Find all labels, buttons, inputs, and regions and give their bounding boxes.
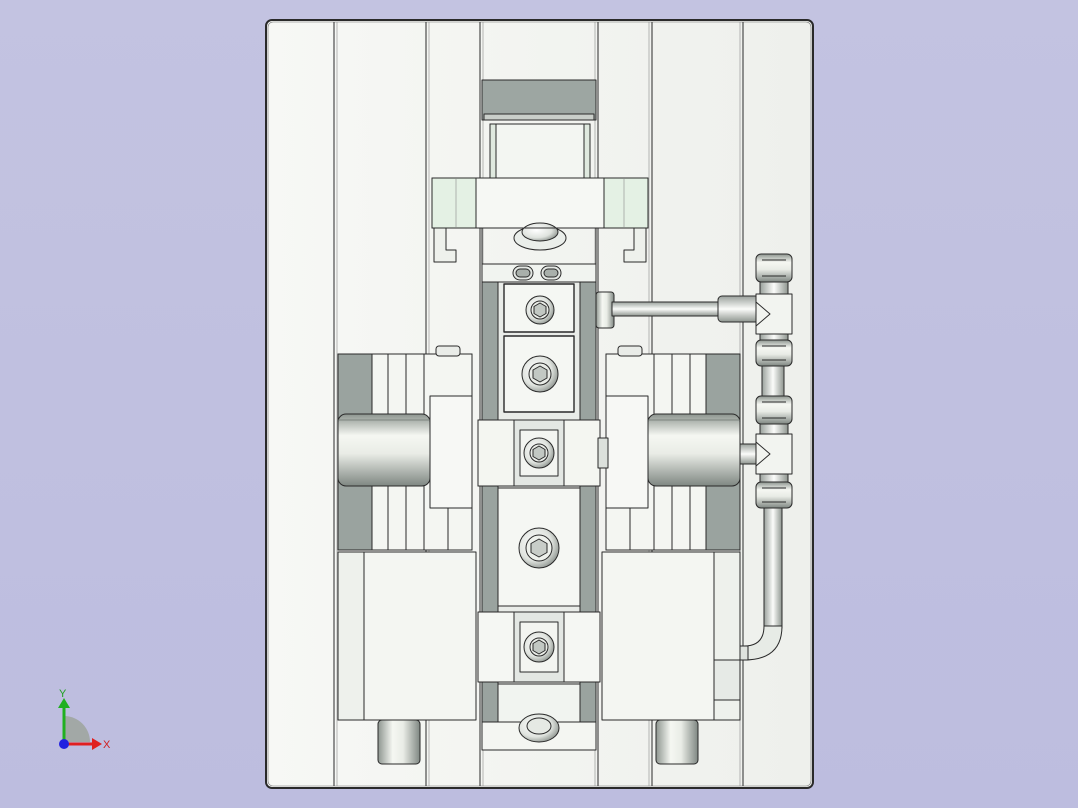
central-block[interactable] bbox=[497, 487, 581, 607]
right-fittings[interactable] bbox=[755, 253, 793, 509]
right-cylinder-assembly[interactable] bbox=[597, 345, 741, 551]
right-motor-box[interactable] bbox=[601, 551, 741, 765]
upper-clamp-block-2[interactable] bbox=[503, 335, 575, 413]
middle-cross-block[interactable] bbox=[477, 419, 601, 487]
bent-coolant-pipe[interactable] bbox=[739, 507, 783, 661]
mold-assembly[interactable] bbox=[265, 19, 814, 789]
y-axis-arrowhead-icon bbox=[58, 698, 70, 708]
upper-clamp-block[interactable] bbox=[503, 283, 575, 333]
y-axis-label: Y bbox=[59, 688, 67, 700]
left-cylinder-assembly[interactable] bbox=[337, 345, 473, 551]
top-crossbar[interactable] bbox=[431, 177, 649, 265]
lower-cross-block[interactable] bbox=[477, 611, 601, 683]
x-axis-arrowhead-icon bbox=[92, 738, 102, 750]
coordinate-triad: Y X bbox=[58, 688, 111, 751]
left-motor-box[interactable] bbox=[337, 551, 477, 765]
top-slider-block[interactable] bbox=[481, 79, 597, 183]
z-axis-dot-icon bbox=[59, 739, 69, 749]
guide-slots bbox=[481, 263, 597, 283]
x-axis-label: X bbox=[103, 739, 111, 751]
triad-shade-icon bbox=[64, 716, 90, 742]
bottom-slider-block[interactable] bbox=[481, 683, 597, 751]
